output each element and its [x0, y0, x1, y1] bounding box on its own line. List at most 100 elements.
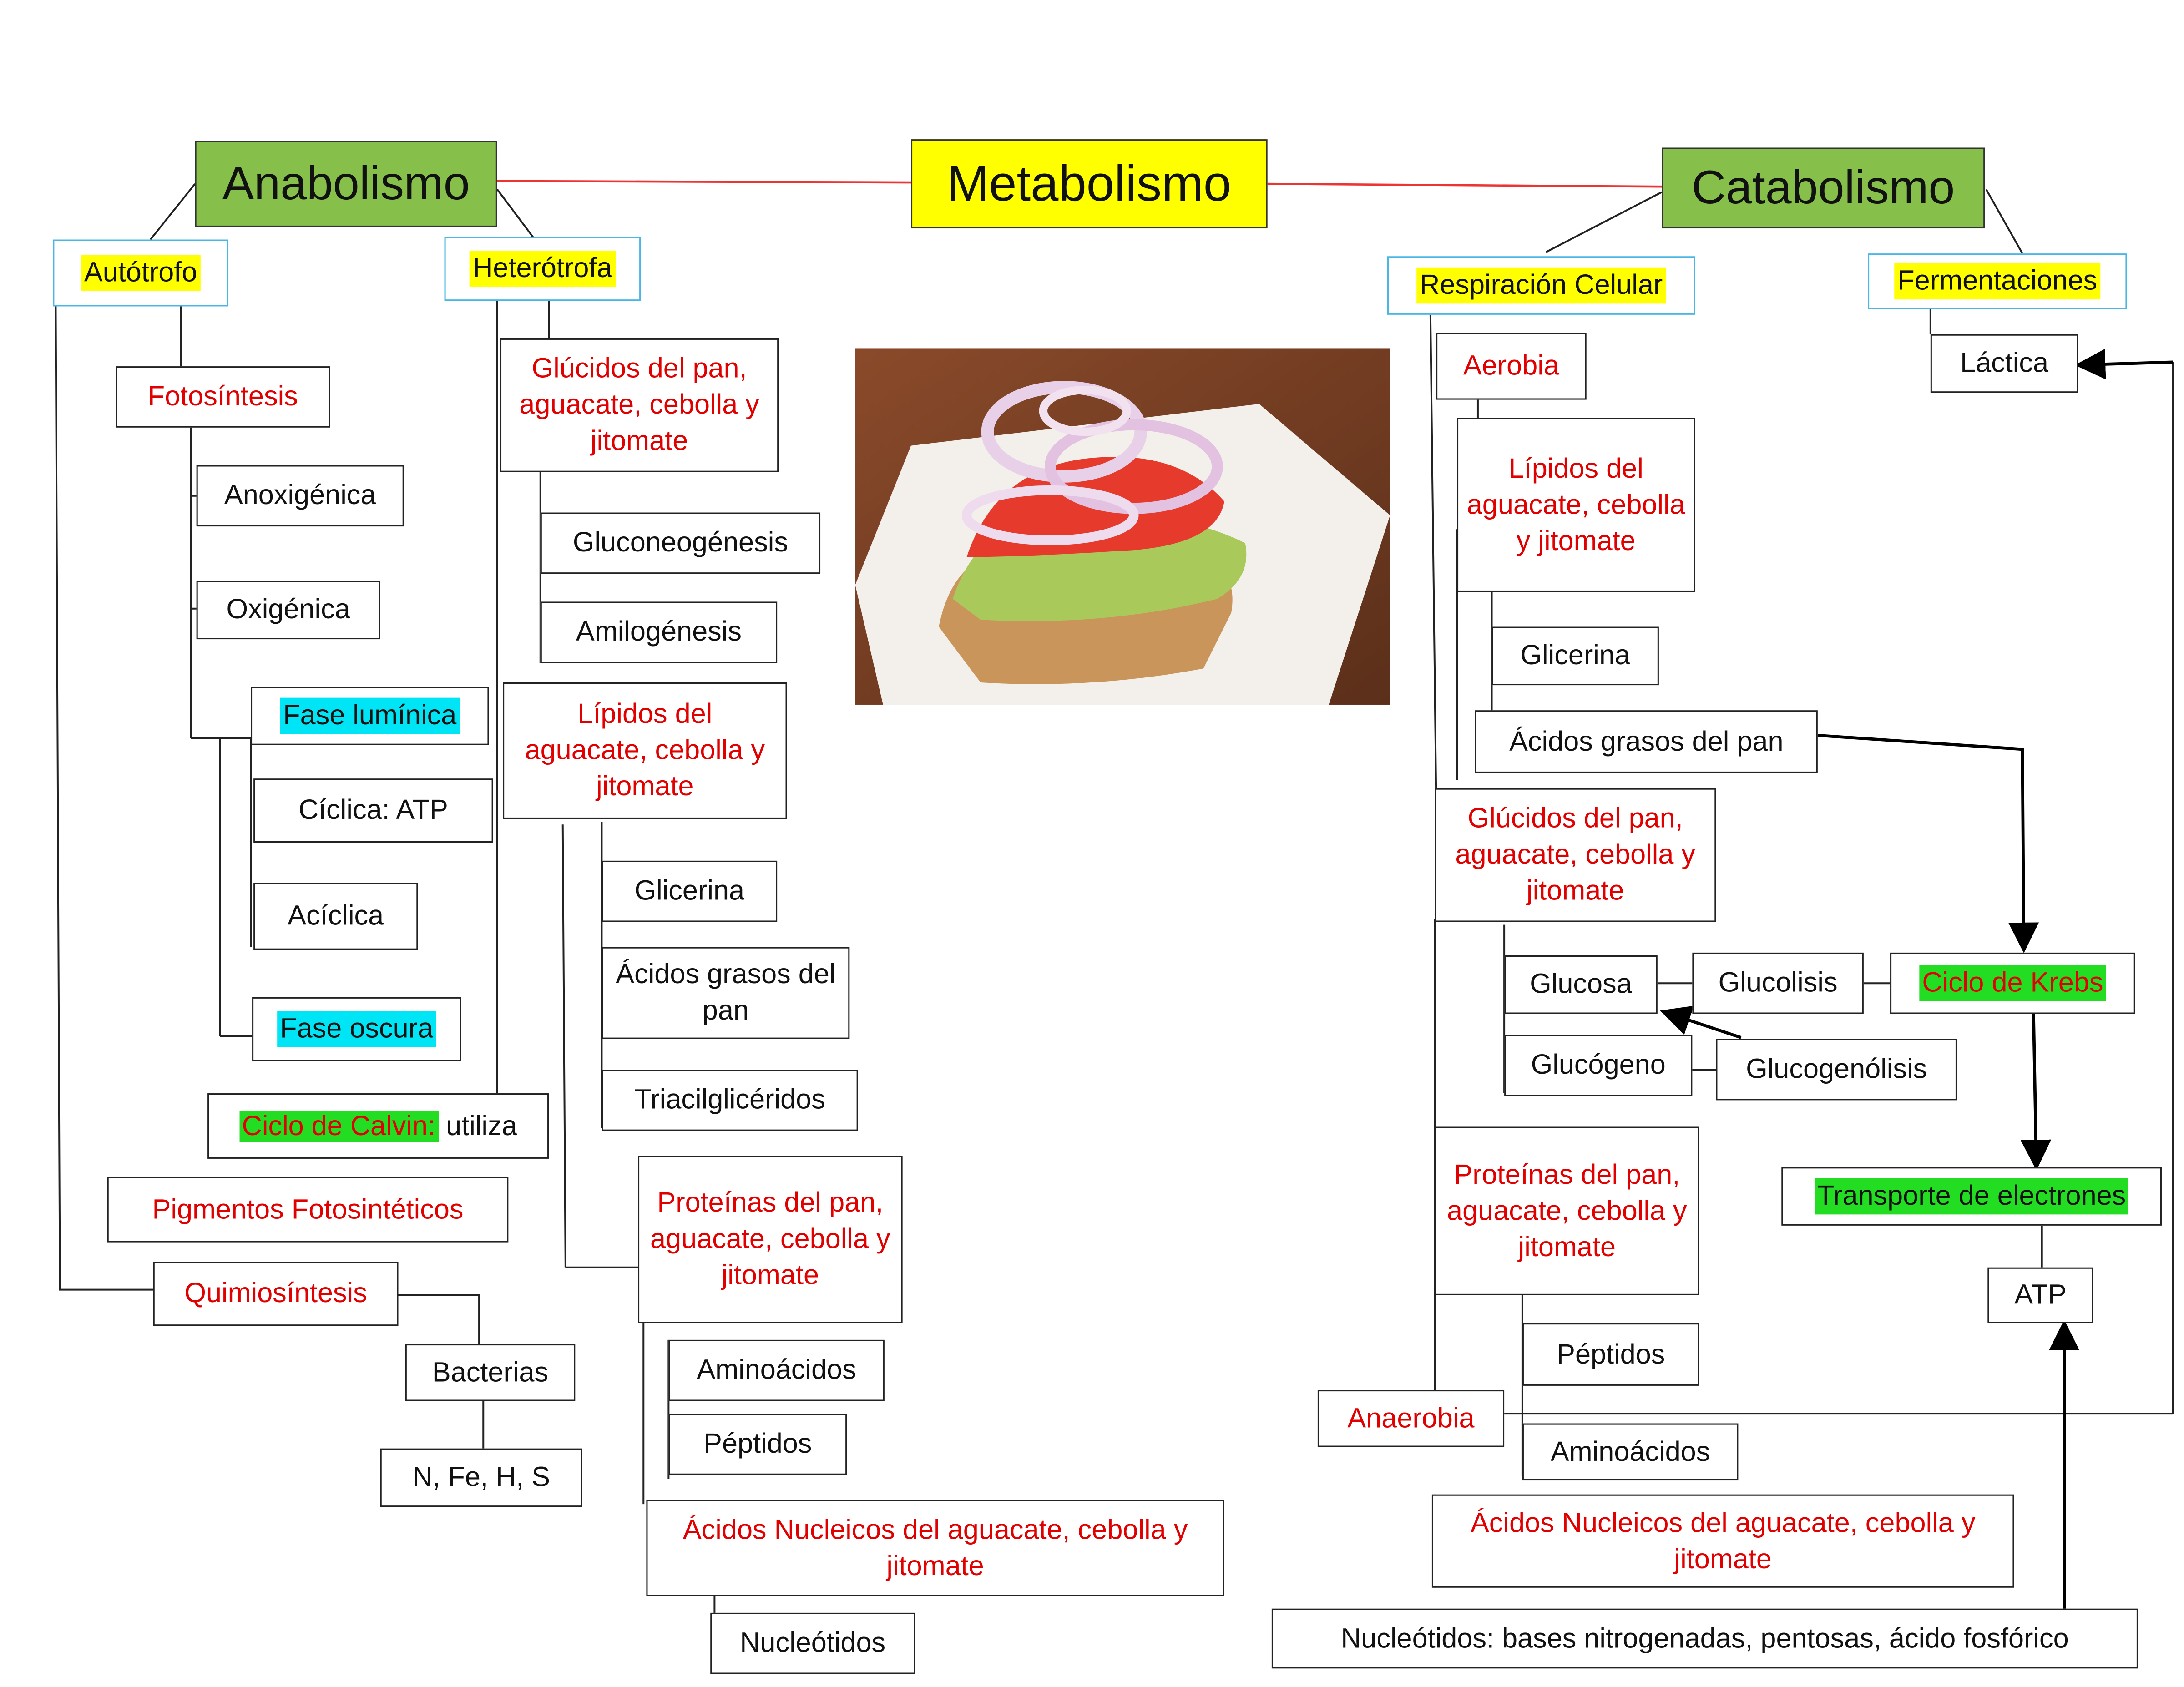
- fotosintesis-node: Fotosíntesis: [116, 366, 330, 428]
- amilogenesis-label: Amilogénesis: [576, 617, 742, 648]
- gluconeogenesis-node: Gluconeogénesis: [540, 512, 821, 574]
- proteinas-cat-label: Proteínas del pan, aguacate, cebolla y j…: [1447, 1159, 1687, 1263]
- utiliza-label: utiliza: [438, 1111, 517, 1142]
- glucogeno-node: Glucógeno: [1504, 1035, 1693, 1096]
- triacilgliceridos-node: Triacilglicéridos: [602, 1070, 858, 1131]
- aminoacidos-anab-node: Aminoácidos: [668, 1339, 885, 1401]
- anaerobia-node: Anaerobia: [1317, 1390, 1505, 1447]
- autotrofo-node: Autótrofo: [53, 239, 229, 307]
- metabolismo-label: Metabolismo: [947, 154, 1232, 212]
- acidos-nucleicos-cat-label: Ácidos Nucleicos del aguacate, cebolla y…: [1470, 1507, 1976, 1575]
- glucidos-anab-node: Glúcidos del pan, aguacate, cebolla y ji…: [500, 338, 779, 472]
- acidos-nucleicos-cat-node: Ácidos Nucleicos del aguacate, cebolla y…: [1431, 1494, 2014, 1588]
- autotrofo-label: Autótrofo: [81, 255, 200, 291]
- aminoacidos-cat-node: Aminoácidos: [1522, 1423, 1739, 1481]
- pigmentos-node: Pigmentos Fotosintéticos: [107, 1177, 509, 1243]
- glucidos-anab-label: Glúcidos del pan, aguacate, cebolla y ji…: [519, 354, 759, 457]
- pigmentos-label: Pigmentos Fotosintéticos: [152, 1194, 464, 1225]
- lipidos-anab-node: Lípidos del aguacate, cebolla y jitomate: [503, 682, 787, 819]
- catabolismo-label: Catabolismo: [1691, 161, 1955, 215]
- peptidos-cat-node: Péptidos: [1522, 1323, 1699, 1386]
- transporte-label: Transporte de electrones: [1814, 1178, 2129, 1215]
- fase-luminica-label: Fase lumínica: [280, 697, 460, 734]
- glucidos-cat-node: Glúcidos del pan, aguacate, cebolla y ji…: [1435, 788, 1716, 922]
- glucolisis-node: Glucolisis: [1692, 952, 1864, 1014]
- proteinas-anab-node: Proteínas del pan, aguacate, cebolla y j…: [638, 1156, 903, 1323]
- ciclica-node: Cíclica: ATP: [253, 778, 493, 843]
- fermentaciones-label: Fermentaciones: [1895, 263, 2100, 300]
- fase-oscura-node: Fase oscura: [252, 997, 461, 1061]
- anabolismo-node: Anabolismo: [195, 141, 497, 227]
- glucosa-node: Glucosa: [1504, 955, 1658, 1014]
- fermentaciones-node: Fermentaciones: [1868, 253, 2127, 309]
- lipidos-cat-node: Lípidos del aguacate, cebolla y jitomate: [1457, 418, 1695, 592]
- elementos-label: N, Fe, H, S: [412, 1462, 551, 1493]
- glicerina-anab-node: Glicerina: [602, 860, 778, 922]
- quimiosintesis-node: Quimiosíntesis: [153, 1262, 399, 1326]
- aciclica-node: Acíclica: [253, 883, 418, 950]
- heterotrofa-label: Heterótrofa: [470, 251, 615, 287]
- glucosa-label: Glucosa: [1530, 969, 1632, 1000]
- heterotrofa-node: Heterótrofa: [444, 237, 641, 301]
- lactica-node: Láctica: [1930, 334, 2078, 393]
- glicerina-cat-node: Glicerina: [1491, 626, 1659, 686]
- acidos-grasos-cat-label: Ácidos grasos del pan: [1509, 726, 1784, 757]
- respiracion-label: Respiración Celular: [1416, 267, 1666, 304]
- acidos-grasos-cat-node: Ácidos grasos del pan: [1475, 710, 1818, 773]
- aminoacidos-anab-label: Aminoácidos: [697, 1355, 856, 1386]
- acidos-grasos-anab-node: Ácidos grasos del pan: [602, 947, 850, 1039]
- glucogeno-label: Glucógeno: [1531, 1050, 1666, 1081]
- ciclo-krebs-label: Ciclo de Krebs: [1919, 965, 2106, 1002]
- metabolismo-node: Metabolismo: [911, 139, 1268, 229]
- elementos-node: N, Fe, H, S: [380, 1448, 582, 1507]
- amilogenesis-node: Amilogénesis: [540, 601, 778, 663]
- oxigenica-label: Oxigénica: [226, 595, 350, 626]
- peptidos-anab-label: Péptidos: [703, 1429, 812, 1460]
- ciclo-calvin-label: Ciclo de Calvin:: [239, 1111, 439, 1142]
- glucogenolisis-node: Glucogenólisis: [1716, 1039, 1957, 1101]
- peptidos-anab-node: Péptidos: [668, 1414, 847, 1475]
- acidos-grasos-anab-label: Ácidos grasos del pan: [616, 960, 836, 1027]
- gluconeogenesis-label: Gluconeogénesis: [572, 528, 788, 559]
- glucidos-cat-label: Glúcidos del pan, aguacate, cebolla y ji…: [1455, 803, 1696, 907]
- acidos-nucleicos-anab-node: Ácidos Nucleicos del aguacate, cebolla y…: [646, 1500, 1224, 1596]
- nucleotidos-anab-label: Nucleótidos: [740, 1628, 886, 1659]
- nucleotidos-cat-label: Nucleótidos: bases nitrogenadas, pentosa…: [1341, 1623, 2069, 1654]
- fase-oscura-label: Fase oscura: [277, 1011, 436, 1048]
- aerobia-node: Aerobia: [1436, 333, 1587, 400]
- lipidos-anab-label: Lípidos del aguacate, cebolla y jitomate: [525, 699, 765, 803]
- proteinas-cat-node: Proteínas del pan, aguacate, cebolla y j…: [1435, 1126, 1699, 1295]
- aciclica-label: Acíclica: [288, 901, 384, 932]
- proteinas-anab-label: Proteínas del pan, aguacate, cebolla y j…: [650, 1188, 890, 1291]
- bacterias-node: Bacterias: [405, 1344, 576, 1401]
- glicerina-cat-label: Glicerina: [1520, 641, 1630, 672]
- lactica-label: Láctica: [1960, 348, 2049, 379]
- aerobia-label: Aerobia: [1463, 351, 1559, 382]
- triacilgliceridos-label: Triacilglicéridos: [634, 1085, 825, 1116]
- glucolisis-label: Glucolisis: [1718, 968, 1838, 999]
- atp-label: ATP: [2014, 1280, 2067, 1311]
- anabolismo-label: Anabolismo: [222, 157, 470, 210]
- catabolismo-node: Catabolismo: [1662, 147, 1985, 229]
- ciclica-label: Cíclica: ATP: [298, 795, 448, 826]
- sandwich-photo: [855, 348, 1390, 705]
- sandwich-illustration: [855, 348, 1390, 705]
- lipidos-cat-label: Lípidos del aguacate, cebolla y jitomate: [1466, 453, 1685, 556]
- ciclo-calvin-node: Ciclo de Calvin: utiliza: [207, 1093, 549, 1159]
- nucleotidos-anab-node: Nucleótidos: [710, 1612, 915, 1674]
- glucogenolisis-label: Glucogenólisis: [1746, 1054, 1927, 1085]
- peptidos-cat-label: Péptidos: [1557, 1339, 1665, 1370]
- anoxigenica-node: Anoxigénica: [196, 465, 404, 527]
- quimiosintesis-label: Quimiosíntesis: [184, 1278, 367, 1309]
- glicerina-anab-label: Glicerina: [634, 876, 745, 907]
- ciclo-krebs-node: Ciclo de Krebs: [1890, 952, 2135, 1014]
- anoxigenica-label: Anoxigénica: [224, 480, 376, 511]
- respiracion-node: Respiración Celular: [1387, 256, 1695, 315]
- nucleotidos-cat-node: Nucleótidos: bases nitrogenadas, pentosa…: [1271, 1608, 2138, 1669]
- bacterias-label: Bacterias: [432, 1357, 549, 1388]
- anaerobia-label: Anaerobia: [1347, 1403, 1475, 1434]
- aminoacidos-cat-label: Aminoácidos: [1550, 1436, 1710, 1467]
- transporte-node: Transporte de electrones: [1781, 1167, 2162, 1226]
